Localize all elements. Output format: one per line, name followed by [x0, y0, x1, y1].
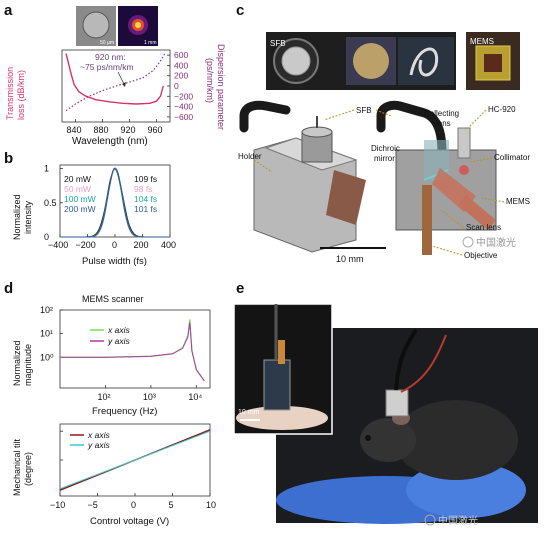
- legend-width: 101 fs: [134, 204, 157, 214]
- watermark-c: 中国激光: [476, 236, 516, 249]
- panel-letter-c: c: [236, 2, 245, 19]
- y-tick-label-d-top: 10¹: [40, 329, 53, 339]
- d-bot-legend-x: x axis: [87, 430, 110, 440]
- panel-c-diagram: SFB MEMS Holder SFB Dichroic mirror Coll…: [238, 32, 530, 264]
- x-tick-label-b: 0: [112, 240, 117, 250]
- label-mems: MEMS: [506, 197, 530, 206]
- x-tick-label-d-bot: −5: [88, 500, 98, 510]
- panel-b-chart: −400 −200 0 200 400 0 0.5 1 20 mW 109 fs 50 mW 98 …: [12, 164, 176, 267]
- x-tick-label-b: −200: [76, 240, 96, 250]
- d-bot-legend-y: y axis: [87, 440, 110, 450]
- panel-a-chart: 50 µm 1 mm 840 880 920 960 6004002000−200−40…: [5, 6, 226, 147]
- legend-power: 100 mW: [64, 194, 96, 204]
- annotation-75: ~75 ps/nm/km: [80, 62, 134, 72]
- y-tick-label-d-top: 10⁰: [40, 352, 54, 362]
- panel-letter-e: e: [236, 280, 245, 297]
- series-transmission-loss: [65, 53, 164, 105]
- panel-letter-d: d: [4, 280, 14, 297]
- label-sfb-top: SFB: [270, 39, 286, 48]
- ylabel-right-2: (ps/nm/km): [205, 58, 215, 103]
- watermark-logo-icon-e: [424, 514, 436, 526]
- d-top-ylabel-1: Normalized: [12, 340, 22, 386]
- d-bot-ylabel-1: Mechanical tilt: [12, 438, 22, 496]
- x-tick-label-b: −400: [48, 240, 68, 250]
- label-dichroic-1: Dichroic: [371, 144, 400, 153]
- x-tick-label-b: 400: [161, 240, 176, 250]
- label-scan-lens: Scan lens: [466, 223, 501, 232]
- panel-d-charts: MEMS scanner 10² 10³ 10⁴ 10⁰ 10¹ 10² x axis y…: [12, 294, 216, 527]
- y-tick-label-b: 0.5: [44, 198, 57, 208]
- label-dichroic-2: mirror: [374, 154, 395, 163]
- y-right-tick-label-a: 600: [174, 50, 188, 60]
- series-d-bot-y: [59, 430, 211, 490]
- panel-letter-b: b: [4, 150, 14, 167]
- legend-power: 20 mW: [64, 174, 91, 184]
- xlabel-a: Wavelength (nm): [72, 136, 148, 147]
- x-tick-label-d-bot: −10: [50, 500, 65, 510]
- series-200-mw: [60, 167, 170, 238]
- x-tick-label-a: 920: [121, 125, 136, 135]
- d-top-ylabel-2: magnitude: [23, 344, 33, 386]
- x-tick-label-a: 840: [67, 125, 82, 135]
- ylabel-b-2: intensity: [23, 200, 33, 234]
- legend-power: 200 mW: [64, 204, 96, 214]
- label-sfb: SFB: [356, 106, 372, 115]
- label-objective: Objective: [464, 251, 498, 260]
- series-d-top-x: [60, 319, 205, 382]
- panel-letter-a: a: [4, 2, 13, 19]
- y-tick-label-b: 0: [44, 232, 49, 242]
- legend-power: 50 mW: [64, 184, 91, 194]
- y-right-tick-label-a: 0: [174, 81, 179, 91]
- scale-label-e: 10 mm: [238, 409, 260, 416]
- x-tick-label-a: 960: [148, 125, 163, 135]
- x-tick-label-d-top: 10⁴: [188, 392, 202, 402]
- y-right-tick-label-a: −400: [174, 102, 193, 112]
- y-right-tick-label-a: −200: [174, 91, 193, 101]
- d-top-legend-x: x axis: [107, 325, 130, 335]
- mouse-body: [394, 400, 518, 480]
- y-right-tick-label-a: 400: [174, 60, 188, 70]
- y-tick-label-b: 1: [44, 164, 49, 174]
- fiber-core-icon: [82, 11, 110, 39]
- panel-e-photos: 10 mm 中国激光: [233, 303, 538, 527]
- ylabel-left-2: loss (dB/km): [16, 70, 26, 120]
- series-d-top-y: [60, 322, 205, 382]
- x-tick-label-d-bot: 10: [206, 500, 216, 510]
- y-tick-label-d-top: 10²: [40, 305, 53, 315]
- ylabel-b-1: Normalized: [12, 194, 22, 240]
- d-top-title: MEMS scanner: [82, 294, 144, 304]
- x-tick-label-d-bot: 0: [131, 500, 136, 510]
- d-top-legend-y: y axis: [107, 336, 130, 346]
- label-holder: Holder: [238, 152, 262, 161]
- ylabel-left-1: Transmission: [5, 67, 15, 120]
- d-top-xlabel: Frequency (Hz): [92, 406, 157, 417]
- legend-width: 98 fs: [134, 184, 152, 194]
- watermark-e: 中国激光: [438, 514, 478, 527]
- legend-width: 104 fs: [134, 194, 157, 204]
- label-hc920: HC-920: [488, 105, 516, 114]
- d-bot-xlabel: Control voltage (V): [90, 516, 169, 527]
- legend-width: 109 fs: [134, 174, 157, 184]
- x-tick-label-d-top: 10³: [143, 392, 156, 402]
- label-collecting-2: lens: [436, 119, 451, 128]
- label-collimator: Collimator: [494, 153, 530, 162]
- inset-scale-1: 50 µm: [100, 40, 114, 46]
- x-tick-label-a: 880: [94, 125, 109, 135]
- x-tick-label-d-top: 10²: [97, 392, 110, 402]
- label-collecting-1: Collecting: [424, 109, 459, 118]
- watermark-logo-icon: [462, 236, 474, 248]
- ylabel-right-1: Dispersion parameter: [216, 44, 226, 130]
- d-bot-ylabel-2: (degree): [23, 452, 33, 486]
- x-tick-label-d-bot: 5: [169, 500, 174, 510]
- scale-label-c: 10 mm: [336, 254, 364, 264]
- xlabel-b: Pulse width (fs): [82, 256, 147, 267]
- label-mems-top: MEMS: [470, 37, 494, 46]
- y-right-tick-label-a: 200: [174, 71, 188, 81]
- y-right-tick-label-a: −600: [174, 112, 193, 122]
- annotation-920: 920 nm:: [95, 52, 126, 62]
- x-tick-label-b: 200: [134, 240, 149, 250]
- inset-scale-2: 1 mm: [144, 40, 157, 46]
